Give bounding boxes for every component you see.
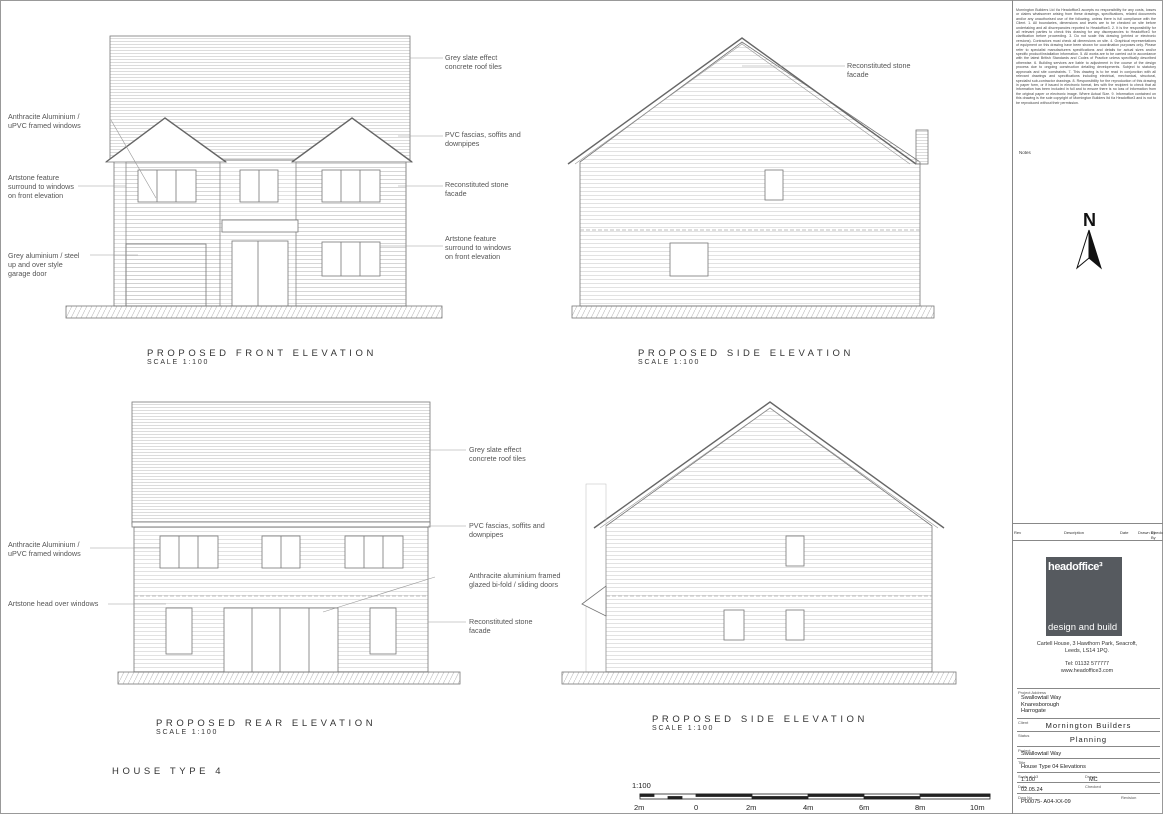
scale-tick: 2m	[746, 803, 757, 812]
scale-tick: 8m	[915, 803, 926, 812]
rev-header-description: Description	[1064, 530, 1085, 535]
logo-tagline: design and build	[1048, 622, 1118, 633]
drawn-value: MC	[1089, 777, 1098, 783]
rear-roof	[131, 401, 431, 525]
front-elevation	[65, 35, 443, 319]
front-window-3	[321, 169, 381, 203]
side1-ground	[571, 305, 935, 319]
side2-elevation-scale: SCALE 1:100	[652, 725, 715, 732]
front-garage-note: Grey aluminium / steel up and over style…	[8, 251, 80, 278]
front-surround-right-note: Artstone feature surround to windows on …	[445, 234, 511, 261]
side1-wall	[579, 41, 921, 307]
drawing-number-value: P00075- A04-XX-09	[1021, 799, 1071, 805]
side1-elevation-scale: SCALE 1:100	[638, 359, 701, 366]
date-checked-field: Date 02.05.24 Checked	[1017, 782, 1160, 793]
title-value: House Type 04 Elevations	[1021, 764, 1086, 770]
rear-elevation-title: PROPOSED REAR ELEVATION	[156, 718, 377, 729]
front-fascias-note: PVC fascias, soffits and downpipes	[445, 130, 521, 148]
rear-elevation	[90, 401, 466, 685]
rear-facade-note: Reconstituted stone facade	[469, 617, 533, 635]
garage-door	[125, 243, 207, 307]
side1-facade-note: Reconstituted stone facade	[847, 61, 911, 79]
drawing-number-field: Dwg No P00075- A04-XX-09 Revision	[1017, 793, 1160, 807]
project-address-value: Swallowtail Way Knaresborough Harrogate	[1021, 695, 1062, 715]
logo-name: headoffice³	[1048, 561, 1103, 573]
front-door	[231, 240, 289, 307]
bifold-doors	[223, 607, 339, 673]
scale-ratio: 1:100	[632, 781, 651, 790]
client-value: Mornington Builders	[1045, 721, 1132, 730]
front-elevation-title: PROPOSED FRONT ELEVATION	[147, 348, 377, 359]
scale-tick: 4m	[803, 803, 814, 812]
scale-tick: 10m	[970, 803, 985, 812]
side1-elevation-title: PROPOSED SIDE ELEVATION	[638, 348, 855, 359]
side2-window-2	[723, 609, 745, 641]
rear-roof-note: Grey slate effect concrete roof tiles	[469, 445, 526, 463]
scale-tick: 6m	[859, 803, 870, 812]
rear-elevation-scale: SCALE 1:100	[156, 729, 219, 736]
status-value: Planning	[1069, 735, 1108, 744]
company-web: www.headoffice3.com	[1060, 668, 1114, 674]
side1-window-1	[764, 169, 784, 201]
scale-bar	[639, 793, 991, 800]
side2-wall	[605, 407, 933, 673]
rear-head-note: Artstone head over windows	[8, 599, 99, 608]
front-windows-note: Anthracite Aluminium / uPVC framed windo…	[8, 112, 81, 130]
rev-header-drawn: Drawn By	[1138, 530, 1156, 535]
project-value: Swallowtail Way	[1021, 751, 1062, 757]
scale-value: 1:100	[1021, 777, 1035, 783]
front-roof-note: Grey slate effect concrete roof tiles	[445, 53, 502, 71]
date-value: 02.05.24	[1021, 787, 1043, 793]
scale-drawn-field: Scale at A3 1:100 Drawn MC	[1017, 772, 1160, 783]
side2-window-3	[785, 609, 805, 641]
side-elevation-1	[567, 37, 935, 319]
rear-fascias-note: PVC fascias, soffits and downpipes	[469, 521, 545, 539]
rear-window-3	[344, 535, 404, 569]
front-window-1	[137, 169, 197, 203]
project-address-field: Project Address Swallowtail Way Knaresbo…	[1017, 688, 1160, 718]
north-label: N	[1083, 210, 1096, 230]
front-ground	[65, 305, 443, 319]
side2-elevation-title: PROPOSED SIDE ELEVATION	[652, 714, 869, 725]
company-tel: Tel: 01132 577777	[1065, 661, 1109, 667]
status-field: Status Planning	[1017, 731, 1160, 746]
front-window-4	[321, 241, 381, 277]
company-logo: headoffice³ design and build	[1046, 557, 1122, 636]
rear-window-1	[159, 535, 219, 569]
scale-tick: 2m	[634, 803, 645, 812]
rear-ground	[117, 671, 461, 685]
rear-window-4	[165, 607, 193, 655]
rev-header-rev: Rev	[1014, 530, 1022, 535]
side1-window-2	[669, 242, 709, 277]
rear-windows-note: Anthracite Aluminium / uPVC framed windo…	[8, 540, 81, 558]
rev-header-date: Date	[1120, 530, 1129, 535]
side2-window-1	[785, 535, 805, 567]
company-address: Cartell House, 3 Hawthorn Park, Seacroft…	[1036, 641, 1138, 654]
title-field: Title House Type 04 Elevations	[1017, 758, 1160, 772]
front-elevation-scale: SCALE 1:100	[147, 359, 210, 366]
rear-doors-note: Anthracite aluminium framed glazed bi-fo…	[469, 571, 561, 589]
canopy	[221, 219, 299, 233]
north-arrow-icon: N	[1076, 210, 1102, 270]
title-block	[1012, 0, 1163, 814]
scale-tick: 0	[694, 803, 699, 812]
side2-ground	[561, 671, 957, 685]
notes-label: Notes	[1019, 150, 1031, 155]
project-field: Project Swallowtail Way	[1017, 746, 1160, 758]
client-field: Client Mornington Builders	[1017, 718, 1160, 731]
rear-window-5	[369, 607, 397, 655]
rev-header-checked: Checked By	[1151, 530, 1163, 540]
drawing-notes: Mornington Builders Ltd t/a Headoffice3 …	[1016, 8, 1156, 105]
front-facade-note: Reconstituted stone facade	[445, 180, 509, 198]
side-elevation-2	[561, 401, 957, 685]
house-type-label: HOUSE TYPE 4	[112, 766, 225, 777]
front-surround-left-note: Artstone feature surround to windows on …	[8, 173, 74, 200]
revision-table: Rev Description Date Drawn By Checked By	[1012, 523, 1163, 541]
